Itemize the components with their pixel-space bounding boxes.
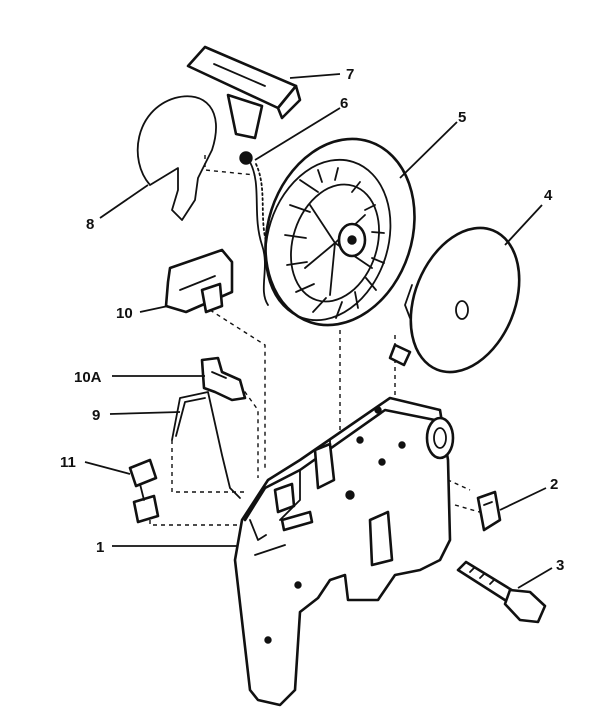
part-2-retainer [476, 490, 502, 532]
callout-6: 6 [340, 95, 348, 112]
part-8-wire-spring [136, 95, 217, 221]
part-6-starter-rope [239, 151, 269, 306]
callout-2: 2 [550, 476, 558, 493]
callout-7: 7 [346, 66, 354, 83]
part-7-starter-handle [186, 45, 302, 140]
callout-labels: 7 6 5 4 8 10 10A 9 11 2 1 3 [60, 66, 564, 574]
callout-1: 1 [96, 539, 104, 556]
callout-10: 10 [116, 305, 133, 322]
part-9-wire-link [171, 391, 241, 499]
callout-9: 9 [92, 407, 100, 424]
callout-4: 4 [544, 187, 553, 204]
callout-11: 11 [60, 454, 76, 471]
part-5-rewind-pulley [264, 137, 416, 327]
callout-5: 5 [458, 109, 466, 126]
part-10-latch-plate [164, 248, 234, 314]
part-3-bolt [456, 560, 547, 624]
callout-3: 3 [556, 557, 564, 574]
leader-lines [84, 73, 553, 589]
part-1-housing [233, 396, 455, 707]
part-4-plate [388, 226, 521, 374]
part-11-clip [128, 458, 160, 524]
callout-8: 8 [86, 216, 94, 233]
callout-10a: 10A [74, 369, 102, 386]
part-10a-bracket [200, 356, 247, 402]
